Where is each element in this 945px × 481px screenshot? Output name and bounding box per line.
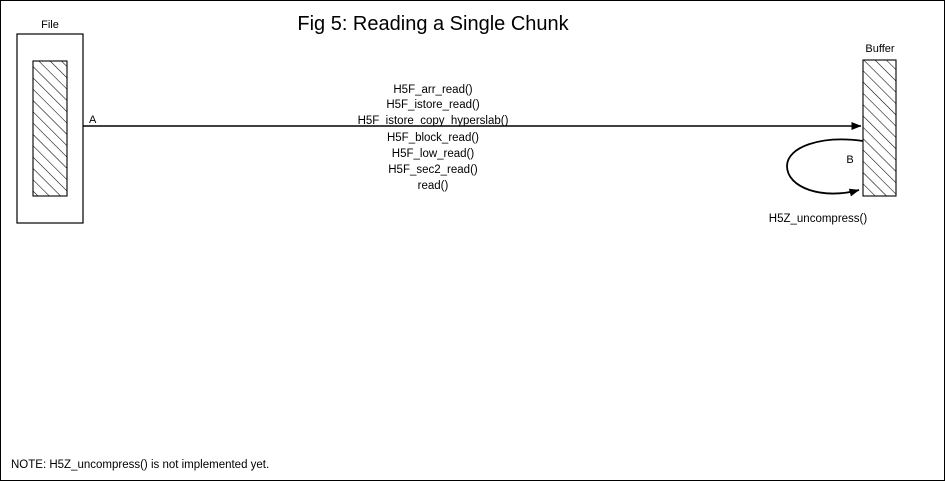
footer-note: NOTE: H5Z_uncompress() is not implemente…: [11, 459, 269, 471]
call-stack-line-2: H5F_istore_read(): [386, 99, 479, 111]
figure-title: Fig 5: Reading a Single Chunk: [297, 13, 569, 35]
uncompress-loop-point-label-b: B: [846, 154, 853, 166]
buffer-box-label: Buffer: [865, 43, 894, 55]
call-stack-line-7: read(): [418, 180, 449, 192]
uncompress-loop-caption: H5Z_uncompress(): [769, 213, 868, 225]
file-box-label: File: [41, 19, 59, 31]
call-stack-line-4: H5F_block_read(): [387, 132, 479, 144]
read-arrow-point-label-a: A: [89, 114, 97, 126]
call-stack-line-3: H5F_istore_copy_hyperslab(): [358, 115, 509, 127]
uncompress-loop-path: [786, 138, 864, 197]
call-stack-line-1: H5F_arr_read(): [393, 84, 472, 96]
call-stack-line-6: H5F_sec2_read(): [388, 164, 478, 176]
buffer-box-hatched: [862, 59, 897, 197]
call-stack-line-5: H5F_low_read(): [392, 148, 475, 160]
file-chunk-hatched: [32, 60, 68, 197]
